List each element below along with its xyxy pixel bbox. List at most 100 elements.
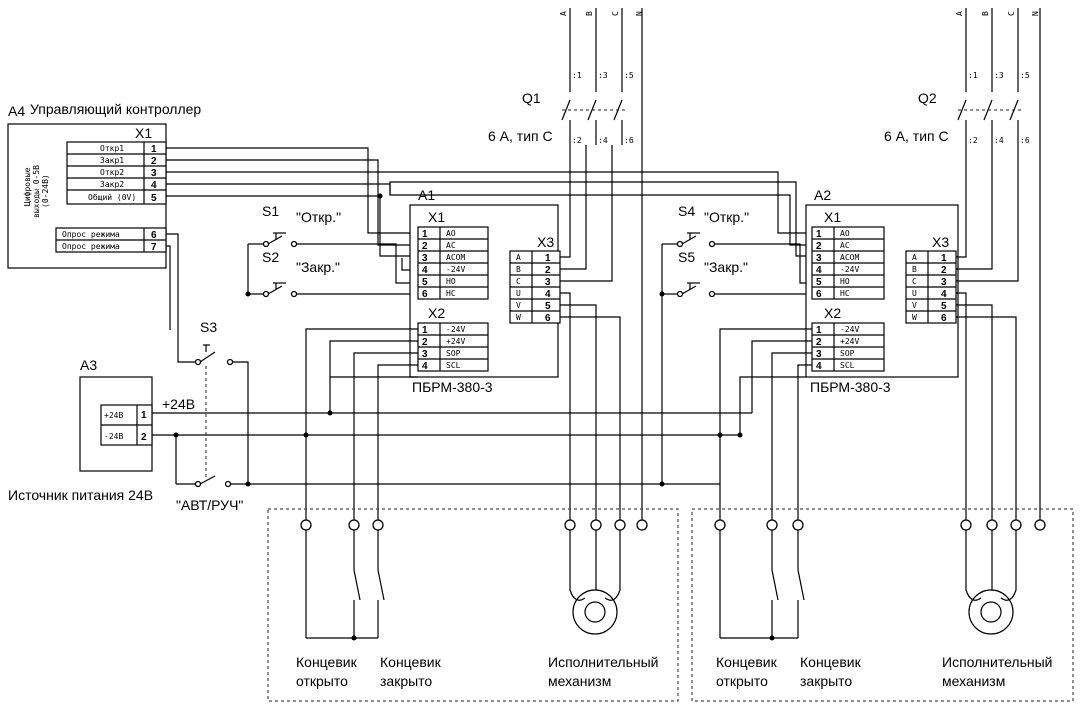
actuator-label: Исполнительный [548,654,659,670]
unit-x1-pin: 3 [422,253,428,264]
controller-row-label: Закр1 [100,156,124,165]
unit-a1-field-wires [305,145,621,520]
controller-row-pin: 1 [151,144,157,155]
unit-x3-label: V [516,301,521,310]
unit-x3-label: B [912,265,917,274]
unit-x3-pin: 4 [941,289,947,300]
limit-closed-label: закрыто [380,673,432,689]
unit-x3-pin: 2 [545,265,551,276]
switch-s1-caption: "Откр." [296,209,341,225]
unit-model: ПБРМ-380-3 [810,379,891,395]
actuator-motor [569,530,621,635]
unit-x1-label: AC [446,241,456,250]
unit-x2-label: SOP [446,349,461,358]
power-caption: Источник питания 24В [8,487,153,503]
unit-x2-label: SCL [446,361,461,370]
unit-a1: A1 X1 1 AO 2 AC 3 ACOM 4 -24V 5 HO 6 HC … [409,187,561,395]
unit-x1-label: HC [446,289,456,298]
terminal [1010,519,1022,531]
breaker-in-pin: :5 [1020,71,1030,80]
controller-row-pin: 6 [151,230,157,241]
unit-x3-label: U [516,289,521,298]
switch-s2-caption: "Закр." [296,259,340,275]
unit-x3-pin: 2 [941,265,947,276]
breaker-out-pin: :4 [598,136,608,145]
terminal [372,519,384,531]
unit-model: ПБРМ-380-3 [412,379,493,395]
unit-x3-label: V [912,301,917,310]
breaker-phase: C [1007,11,1016,16]
controller-title: Управляющий контроллер [30,101,201,117]
controller-row-label: Опрос режима [62,242,120,251]
breaker-in-pin: :3 [598,71,608,80]
unit-x2-pin: 2 [422,337,428,348]
breaker-phase: B [585,11,594,16]
controller-side-label: Цифровые выходы 0-5В (0-24В) [23,165,50,218]
unit-x3-label: A [516,253,521,262]
switch-s5[interactable]: S5 "Закр." [659,244,813,487]
controller-a4: A4 Управляющий контроллер X1 Цифровые вы… [7,101,201,269]
unit-x1-pin: 5 [422,277,428,288]
breaker-in-pin: :1 [968,71,978,80]
breaker-phase: C [611,11,620,16]
limit-closed-label: закрыто [800,673,852,689]
unit-x1-label: HO [446,277,456,286]
switch-s1-label: S1 [262,203,279,219]
breaker-out-pin: :6 [624,136,634,145]
power-row-label: -24В [104,432,123,441]
power-id: A3 [80,357,97,373]
unit-x3-label: A [912,253,917,262]
switch-s2[interactable]: S2 "Закр." [245,244,419,298]
breaker-phase: A [559,11,568,16]
unit-x1-label: HO [840,277,850,286]
switch-s4-label: S4 [678,203,695,219]
unit-x2-pin: 3 [816,349,822,360]
switch-s2-label: S2 [262,249,279,265]
controller-id: A4 [8,103,25,119]
unit-x3-label: C [516,277,521,286]
unit-x3-label: C [912,277,917,286]
unit-x1-label: ACOM [840,253,859,262]
limit-open-label: открыто [296,673,348,689]
controller-row-pin: 7 [151,242,157,253]
breaker-out-pin: :2 [968,136,978,145]
unit-x2-pin: 4 [816,361,822,372]
unit-x1-pin: 1 [816,229,822,240]
unit-x1-pin: 4 [422,265,428,276]
controller-row-pin: 4 [151,180,157,191]
limit-closed-label: Концевик [380,654,442,670]
unit-x2-label: SOP [840,349,855,358]
actuator-motor [965,530,1017,635]
unit-x1-label: AO [446,229,456,238]
controller-row-pin: 3 [151,168,157,179]
controller-row-label: Общий (0V) [88,192,136,202]
controller-row-label: Опрос режима [62,230,120,239]
switch-s1[interactable]: S1 "Откр." [248,203,418,284]
unit-x3-pin: 1 [545,253,551,264]
limit-closed-label: Концевик [800,654,862,670]
breaker-rating: 6 А, тип С [884,128,949,144]
controller-side-label-3: (0-24В) [41,174,50,208]
terminal [300,519,312,531]
unit-x2-pin: 4 [422,361,428,372]
limit-open-label: Концевик [716,654,778,670]
switch-s4-caption: "Откр." [704,209,749,225]
breaker-phase: N [1031,11,1040,16]
power-row-pin: 2 [141,432,147,443]
unit-x2-label: -24V [840,325,859,334]
controller-row [67,153,166,191]
terminal [766,519,778,531]
unit-x1-pin: 4 [816,265,822,276]
unit-x2-label: SCL [840,361,855,370]
field-box-left: Концевик открыто Концевик закрыто Исполн… [267,508,679,702]
unit-x2-label: +24V [840,337,859,346]
unit-x1-label: -24V [840,265,859,274]
breaker-out-pin: :2 [572,136,582,145]
actuator-label: Исполнительный [942,654,1053,670]
unit-id: A1 [418,187,435,203]
controller-wires [166,147,812,484]
unit-x3-pin: 3 [941,277,947,288]
unit-x1-pin: 2 [816,241,822,252]
breaker-phase: A [955,11,964,16]
